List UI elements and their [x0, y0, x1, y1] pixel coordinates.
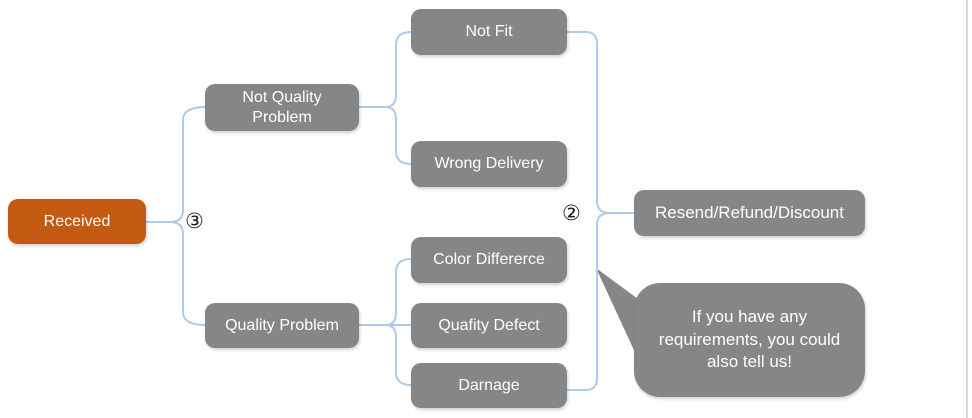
brace-received-children	[169, 106, 206, 326]
callout-bubble: If you have any requirements, you could …	[634, 283, 865, 397]
node-resolution: Resend/Refund/Discount	[634, 190, 865, 236]
marker-circled-2: ②	[562, 201, 581, 225]
node-not-quality-problem: Not Quality Problem	[205, 84, 359, 131]
node-wrong-delivery: Wrong Delivery	[411, 141, 567, 187]
brace-not-quality-children	[384, 31, 412, 165]
marker-circled-3: ③	[185, 209, 204, 233]
node-quality-defect: Quafity Defect	[411, 303, 567, 348]
node-damage: Darnage	[411, 363, 567, 408]
page-edge-line	[966, 0, 968, 418]
node-quality-problem: Quality Problem	[205, 303, 359, 348]
brace-quality-children	[384, 258, 412, 386]
node-received: Received	[8, 199, 146, 244]
node-color-difference: Color Differerce	[411, 237, 567, 283]
node-not-fit: Not Fit	[411, 9, 567, 55]
